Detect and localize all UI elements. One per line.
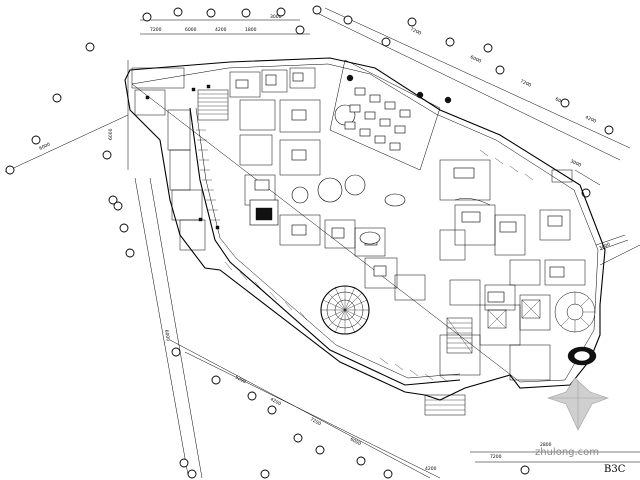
central-rooms xyxy=(229,67,426,301)
axis-bubble xyxy=(383,469,393,479)
axis-bubble xyxy=(267,405,277,415)
terrace-hatching xyxy=(224,149,534,383)
axis-bubble xyxy=(241,8,251,18)
right-wing-rooms xyxy=(439,159,597,381)
dim-right-2: 6000 xyxy=(554,96,567,106)
axis-bubble xyxy=(85,42,95,52)
axis-bubble xyxy=(247,391,257,401)
axis-bubble xyxy=(483,43,493,53)
dim-top-2: 6000 xyxy=(185,27,197,33)
axis-bubble xyxy=(108,195,118,205)
dimension-labels-right: 7200 6000 4200 3000 3000 xyxy=(519,78,611,251)
axis-bubble xyxy=(211,375,221,385)
axis-bubble xyxy=(312,5,322,15)
left-wing-rooms xyxy=(131,67,229,251)
axis-bubble xyxy=(142,12,152,22)
sheet-label: B3C xyxy=(604,464,626,475)
left-stair xyxy=(197,89,229,121)
dim-right-1: 7200 xyxy=(519,78,532,88)
dim-top-5: 3000 xyxy=(270,14,282,20)
axis-bubble xyxy=(113,201,123,211)
dim-bottom-1: 6000 xyxy=(163,329,171,341)
axis-bubble xyxy=(102,150,112,160)
dim-right-5: 3000 xyxy=(598,241,611,251)
watermark-text: zhulong.com xyxy=(535,447,599,458)
axis-bubble xyxy=(445,37,455,47)
dim-top-4: 1800 xyxy=(245,27,257,33)
axis-bubble xyxy=(125,248,135,258)
dim-left-2: 6000 xyxy=(108,128,114,140)
dim-bottom-8: 2800 xyxy=(540,442,552,448)
axis-bubbles xyxy=(5,5,614,479)
circular-atrium xyxy=(320,285,370,335)
axis-bubble xyxy=(31,135,41,145)
elevator-shafts xyxy=(487,299,541,329)
dimension-labels-bottom: 6000 5200 4200 7200 6000 4200 7200 2800 xyxy=(163,329,552,472)
dim-top-3: 4200 xyxy=(215,27,227,33)
axis-bubble xyxy=(560,98,570,108)
dim-top-1: 7200 xyxy=(150,27,162,33)
dimension-frame xyxy=(4,7,640,479)
watermark-logo: zhulong.com xyxy=(535,377,609,458)
building-outline xyxy=(124,57,606,401)
axis-bubble xyxy=(356,456,366,466)
dim-bottom-6: 4200 xyxy=(425,466,437,472)
dim-bottom-4: 7200 xyxy=(309,416,322,427)
axis-bubble xyxy=(495,65,505,75)
corridor-hatch xyxy=(196,129,220,221)
dim-left-1: 6000 xyxy=(38,141,51,151)
axis-bubble xyxy=(315,445,325,455)
axis-bubble xyxy=(173,7,183,17)
axis-bubble xyxy=(179,458,189,468)
dim-right-4: 3000 xyxy=(569,158,582,168)
right-annotation xyxy=(551,169,629,251)
axis-bubble xyxy=(293,433,303,443)
banquet-hall xyxy=(329,59,452,171)
axis-bubble xyxy=(5,165,15,175)
axis-bubble xyxy=(520,465,530,475)
axis-bubble xyxy=(604,125,614,135)
axis-bubble xyxy=(343,15,353,25)
axis-bubble xyxy=(260,469,270,479)
dim-bottom-5: 6000 xyxy=(349,436,362,447)
entrance-block xyxy=(424,394,466,416)
axis-bubble xyxy=(295,25,305,35)
dim-top-7: 6000 xyxy=(469,54,482,64)
axis-bubble xyxy=(52,93,62,103)
dim-top-6: 7200 xyxy=(409,26,422,36)
dim-bottom-7: 7200 xyxy=(490,454,502,460)
dim-bottom-2: 5200 xyxy=(234,374,247,385)
axis-bubble xyxy=(276,7,286,17)
dimension-labels-left: 6000 6000 xyxy=(38,128,114,151)
axis-bubble xyxy=(187,469,197,479)
axis-bubble xyxy=(407,17,417,27)
right-stair-core xyxy=(446,317,473,354)
dim-bottom-3: 4200 xyxy=(269,396,282,407)
dim-right-3: 4200 xyxy=(584,114,597,124)
axis-bubble xyxy=(119,223,129,233)
axis-bubble xyxy=(171,347,181,357)
dimension-labels-top: 7200 6000 4200 1800 3000 7200 6000 xyxy=(150,14,482,65)
axis-bubble xyxy=(381,37,391,47)
spiral-stair xyxy=(554,291,596,333)
axis-bubble xyxy=(206,8,216,18)
